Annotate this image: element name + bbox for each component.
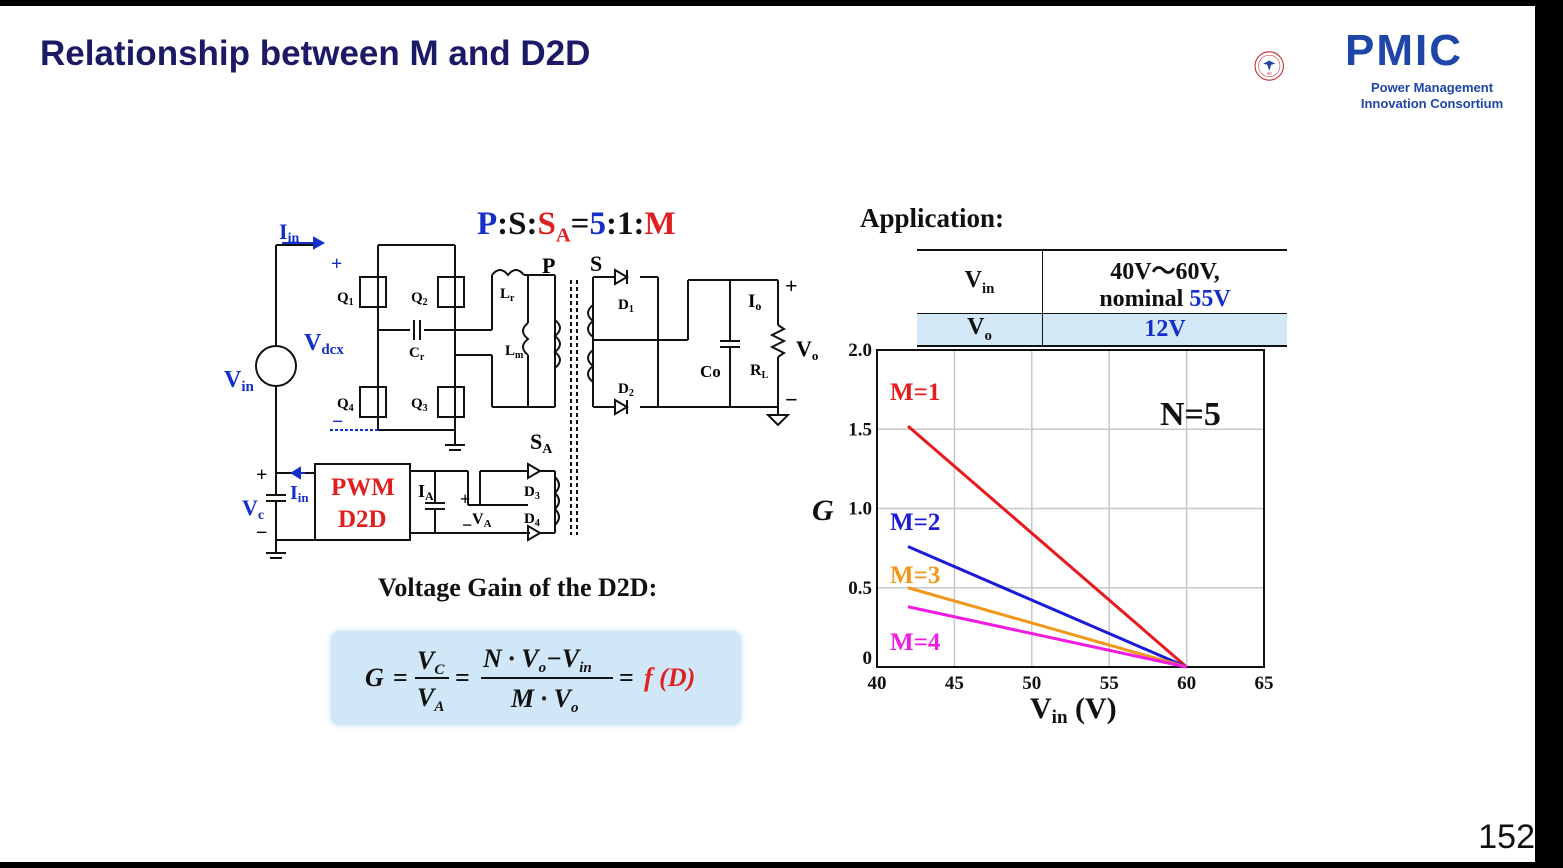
pmic-subtitle-line1: Power Management bbox=[1370, 80, 1494, 95]
turns-ratio: P:S:SA=5:1:M bbox=[477, 206, 676, 247]
series-label: M=2 bbox=[890, 509, 940, 536]
gain-formula: G = VC VA = N · Vo−Vin M · Vo = f (D) bbox=[331, 631, 741, 725]
label-minus-vc: − bbox=[256, 522, 267, 544]
label-ia: IA bbox=[418, 481, 434, 503]
pmic-logo: PMIC bbox=[1345, 26, 1463, 75]
slide-title: Relationship between M and D2D bbox=[40, 34, 591, 73]
formula-eq2: = bbox=[455, 663, 470, 692]
label-q4: Q4 bbox=[337, 396, 354, 414]
formula-va: VA bbox=[417, 683, 444, 715]
y-tick-label: 1.0 bbox=[848, 499, 872, 520]
label-vc: Vc bbox=[242, 495, 264, 523]
vo-label: Vo bbox=[917, 313, 1043, 347]
x-tick-label: 60 bbox=[1177, 673, 1196, 694]
label-minus-va: − bbox=[462, 515, 472, 535]
formula-numerator: N · Vo−Vin bbox=[482, 644, 592, 676]
application-title: Application: bbox=[860, 203, 1005, 233]
formula-g: G bbox=[365, 663, 384, 692]
label-plus-vdcx: + bbox=[331, 253, 342, 275]
y-tick-label: 1.5 bbox=[848, 419, 872, 440]
vin-nominal: nominal 55V bbox=[1099, 286, 1231, 312]
table-row-vin: Vin 40V～60V, nominal 55V bbox=[917, 249, 1287, 314]
label-io: Io bbox=[748, 291, 761, 313]
formula-denominator: M · Vo bbox=[510, 684, 578, 716]
label-sa: SA bbox=[530, 429, 553, 457]
vin-range: 40V～60V, bbox=[1110, 259, 1220, 285]
vin-label: Vin bbox=[917, 249, 1043, 314]
label-plus-vc: + bbox=[256, 464, 267, 486]
label-iin-aux: Iin bbox=[290, 482, 309, 505]
label-d2d: D2D bbox=[338, 506, 387, 533]
chart-annotation: N=5 bbox=[1160, 396, 1221, 433]
formula-eq3: = bbox=[619, 663, 634, 692]
label-plus-vo: + bbox=[785, 273, 798, 298]
label-primary: P bbox=[542, 253, 555, 278]
pmic-subtitle-line2: Innovation Consortium bbox=[1360, 96, 1504, 111]
x-tick-label: 40 bbox=[868, 673, 887, 694]
label-vo: Vo bbox=[796, 336, 818, 363]
seal-year: 1897 bbox=[1266, 72, 1272, 75]
label-cr: Cr bbox=[409, 345, 425, 363]
label-lm: Lm bbox=[505, 343, 524, 361]
label-pwm: PWM bbox=[331, 474, 395, 501]
label-vin: Vin bbox=[224, 367, 255, 395]
gain-chart: 40 45 50 55 60 65 0 0.5 1.0 1.5 2.0M=1M=2M=3M=4 N=5… bbox=[812, 340, 1274, 728]
label-d4: D4 bbox=[524, 511, 540, 529]
bottom-border bbox=[0, 862, 1563, 868]
label-va: VA bbox=[472, 511, 492, 530]
label-q2: Q2 bbox=[411, 290, 428, 308]
label-d1: D1 bbox=[618, 297, 634, 315]
y-tick-label: 0 bbox=[863, 648, 873, 669]
label-d2: D2 bbox=[618, 381, 634, 399]
x-tick-label: 65 bbox=[1255, 673, 1274, 694]
plot-frame bbox=[876, 349, 1265, 668]
page-number: 152 bbox=[1478, 818, 1535, 856]
label-co: Co bbox=[700, 362, 721, 381]
pmic-subtitle: Power Management Innovation Consortium bbox=[1352, 80, 1512, 112]
vin-value: 40V～60V, nominal 55V bbox=[1042, 249, 1287, 314]
y-tick-label: 2.0 bbox=[848, 340, 872, 361]
series-label: M=1 bbox=[890, 379, 940, 406]
formula-eq1: = bbox=[393, 663, 408, 692]
series-line-m3 bbox=[907, 586, 1188, 669]
label-iin: Iin bbox=[279, 219, 299, 246]
series-line-m4 bbox=[907, 605, 1187, 669]
vo-value: 12V bbox=[1042, 313, 1287, 347]
top-border bbox=[0, 0, 1563, 6]
label-minus-vdcx: − bbox=[332, 411, 343, 433]
y-axis-label: G bbox=[812, 494, 834, 527]
university-seal-logo: 1897 bbox=[1254, 51, 1284, 81]
x-axis-label: Vin (V) bbox=[1030, 692, 1117, 728]
y-tick-label: 0.5 bbox=[848, 578, 872, 599]
series-label: M=4 bbox=[890, 629, 941, 656]
table-row-vo: Vo 12V bbox=[917, 313, 1287, 347]
series-label: M=3 bbox=[890, 562, 940, 589]
formula-fd: f (D) bbox=[644, 663, 695, 692]
label-secondary: S bbox=[590, 251, 602, 276]
x-tick-label: 45 bbox=[945, 673, 964, 694]
formula-vc: VC bbox=[417, 646, 445, 678]
application-table: Vin 40V～60V, nominal 55V Vo 12V bbox=[917, 249, 1287, 347]
label-plus-va: + bbox=[460, 489, 470, 509]
circuit-schematic: Iin Vin Vdcx + − Q1 Q2 Q3 Q4 Cr Lr Lm P … bbox=[224, 219, 818, 559]
label-q3: Q3 bbox=[411, 396, 428, 414]
x-tick-label: 50 bbox=[1022, 673, 1041, 694]
label-q1: Q1 bbox=[337, 290, 354, 308]
label-d3: D3 bbox=[524, 484, 540, 502]
label-lr: Lr bbox=[500, 286, 515, 304]
label-minus-vo: − bbox=[785, 387, 798, 412]
label-vdcx: Vdcx bbox=[304, 330, 344, 358]
gain-title: Voltage Gain of the D2D: bbox=[378, 573, 658, 602]
series-line-m1 bbox=[906, 424, 1188, 669]
label-rl: RL bbox=[750, 362, 769, 381]
series-line-m2 bbox=[907, 545, 1188, 669]
x-tick-label: 55 bbox=[1100, 673, 1119, 694]
